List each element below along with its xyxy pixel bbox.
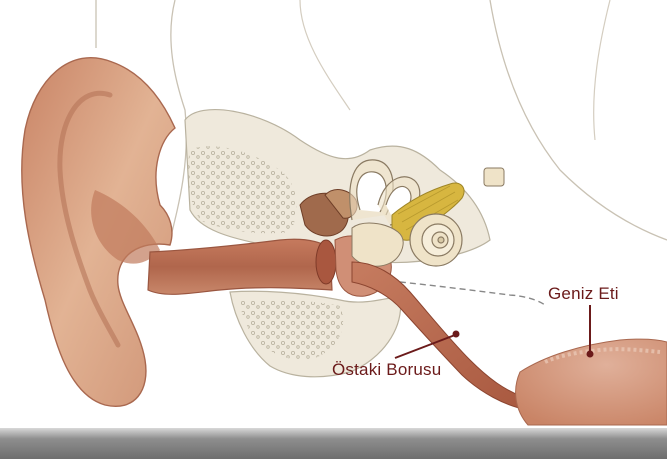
label-ostaki-borusu: Östaki Borusu <box>332 360 441 380</box>
leader-ostaki-dot <box>453 331 460 338</box>
ear-canal <box>148 239 332 294</box>
cochlea <box>410 214 462 266</box>
eardrum <box>316 240 336 284</box>
label-geniz-eti: Geniz Eti <box>548 284 619 304</box>
leader-geniz-eti-dot <box>587 351 594 358</box>
dashed-guide <box>400 282 545 305</box>
skull-outline <box>300 0 610 140</box>
bone-fragment <box>484 168 504 186</box>
bottom-shadow-bar <box>0 428 667 459</box>
